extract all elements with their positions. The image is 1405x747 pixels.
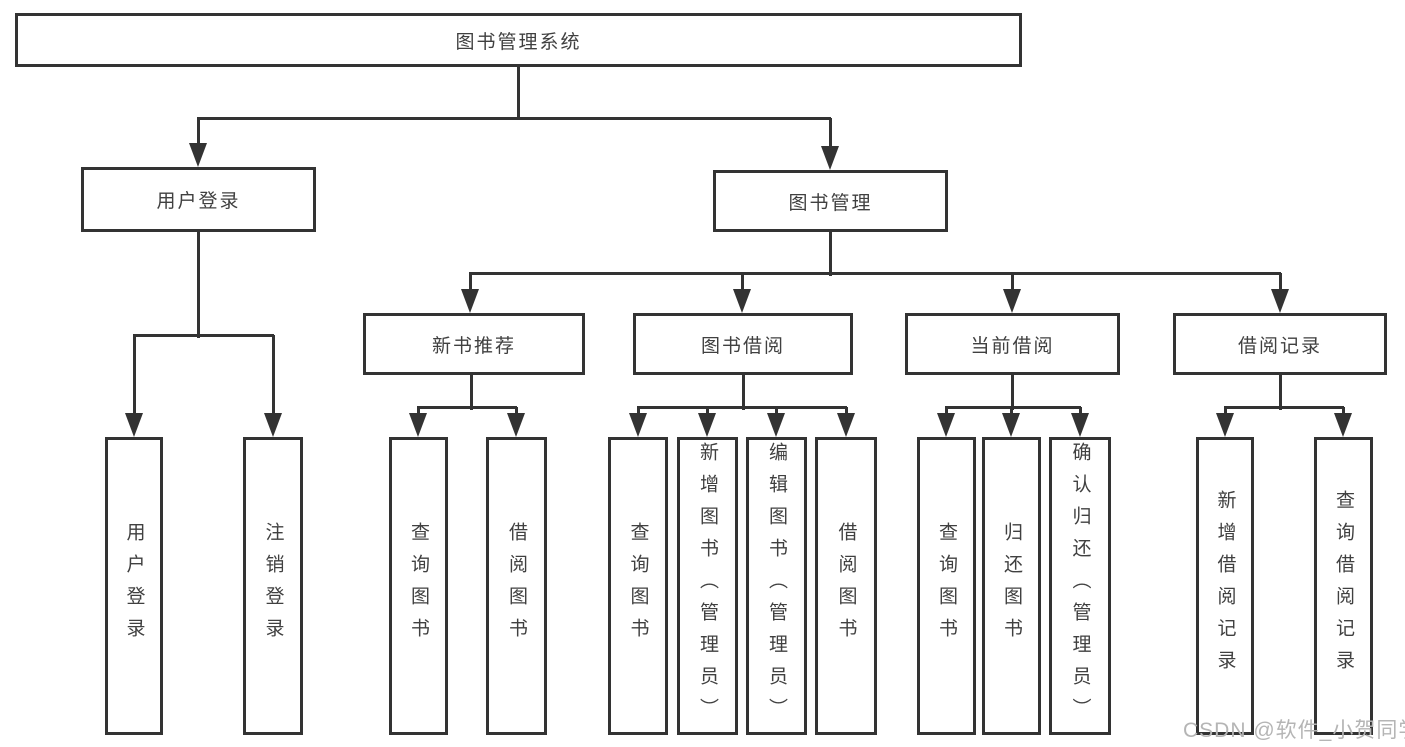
arrowhead-icon (821, 146, 839, 170)
node-leaf-rec-query-book: 查询图书 (389, 437, 448, 735)
arrowhead-icon (461, 289, 479, 313)
connector-arrow-stem (272, 335, 275, 417)
node-label-current-borrow: 当前借阅 (970, 335, 1055, 357)
connector-arrow-stem (1279, 273, 1282, 293)
connector-arrow-stem (515, 407, 518, 417)
node-label-leaf-bb-query-book: 查询图书 (627, 522, 649, 650)
node-leaf-bb-edit-book: 编辑图书（管理员） (746, 437, 807, 735)
node-label-borrow-records: 借阅记录 (1237, 335, 1322, 357)
connector-line (1279, 375, 1282, 410)
node-label-root: 图书管理系统 (455, 31, 582, 53)
arrowhead-icon (733, 289, 751, 313)
arrowhead-icon (767, 413, 785, 437)
node-label-leaf-bb-borrow-book: 借阅图书 (835, 522, 857, 650)
connector-arrow-stem (1079, 407, 1082, 417)
node-borrow-records: 借阅记录 (1173, 313, 1387, 375)
node-label-leaf-cb-query-book: 查询图书 (936, 522, 957, 650)
connector-line (197, 232, 200, 338)
arrowhead-icon (698, 413, 716, 437)
connector-arrow-stem (417, 407, 420, 417)
node-label-leaf-rec-query-book: 查询图书 (408, 522, 429, 650)
node-leaf-cb-confirm-return: 确认归还（管理员） (1049, 437, 1111, 735)
arrowhead-icon (1216, 413, 1234, 437)
arrowhead-icon (125, 413, 143, 437)
arrowhead-icon (189, 143, 207, 167)
connector-line (742, 375, 745, 410)
arrowhead-icon (1002, 413, 1020, 437)
node-label-leaf-br-query-record: 查询借阅记录 (1333, 490, 1354, 682)
node-label-leaf-logout: 注销登录 (262, 522, 284, 650)
node-label-leaf-bb-edit-book: 编辑图书（管理员） (766, 442, 787, 730)
connector-line (517, 67, 520, 120)
node-leaf-bb-query-book: 查询图书 (608, 437, 668, 735)
connector-arrow-stem (706, 407, 709, 417)
connector-arrow-stem (775, 407, 778, 417)
node-user-login: 用户登录 (81, 167, 316, 232)
node-leaf-user-login: 用户登录 (105, 437, 163, 735)
node-book-management: 图书管理 (713, 170, 948, 232)
connector-arrow-stem (829, 118, 832, 150)
connector-line (945, 406, 1081, 409)
arrowhead-icon (1271, 289, 1289, 313)
connector-line (469, 272, 1281, 275)
node-book-borrow: 图书借阅 (633, 313, 853, 375)
node-label-new-book-recommend: 新书推荐 (431, 335, 516, 357)
node-leaf-bb-add-book: 新增图书（管理员） (677, 437, 738, 735)
arrowhead-icon (264, 413, 282, 437)
connector-line (1011, 375, 1014, 410)
node-root: 图书管理系统 (15, 13, 1022, 67)
connector-line (197, 117, 831, 120)
node-label-leaf-cb-confirm-return: 确认归还（管理员） (1069, 442, 1091, 730)
arrowhead-icon (937, 413, 955, 437)
node-label-leaf-user-login: 用户登录 (123, 522, 145, 650)
connector-arrow-stem (1011, 273, 1014, 293)
arrowhead-icon (507, 413, 525, 437)
connector-arrow-stem (945, 407, 948, 417)
arrowhead-icon (837, 413, 855, 437)
connector-line (417, 406, 517, 409)
node-label-book-borrow: 图书借阅 (700, 335, 785, 357)
node-leaf-rec-borrow-book: 借阅图书 (486, 437, 547, 735)
connector-line (829, 232, 832, 276)
connector-line (133, 334, 274, 337)
node-leaf-br-add-record: 新增借阅记录 (1196, 437, 1254, 735)
node-label-leaf-bb-add-book: 新增图书（管理员） (697, 442, 718, 730)
node-leaf-bb-borrow-book: 借阅图书 (815, 437, 877, 735)
node-label-leaf-br-add-record: 新增借阅记录 (1214, 490, 1236, 682)
arrowhead-icon (1334, 413, 1352, 437)
connector-arrow-stem (845, 407, 848, 417)
node-label-book-management: 图书管理 (788, 192, 873, 214)
connector-line (470, 375, 473, 410)
connector-arrow-stem (133, 335, 136, 417)
arrowhead-icon (1003, 289, 1021, 313)
node-leaf-cb-return-book: 归还图书 (982, 437, 1041, 735)
connector-arrow-stem (741, 273, 744, 293)
connector-line (1224, 406, 1344, 409)
node-label-leaf-rec-borrow-book: 借阅图书 (506, 522, 527, 650)
connector-arrow-stem (637, 407, 640, 417)
connector-arrow-stem (1224, 407, 1227, 417)
arrowhead-icon (629, 413, 647, 437)
connector-arrow-stem (1010, 407, 1013, 417)
node-current-borrow: 当前借阅 (905, 313, 1120, 375)
csdn-watermark: CSDN @软件_小贺同学 (1183, 719, 1405, 742)
node-leaf-br-query-record: 查询借阅记录 (1314, 437, 1373, 735)
connector-line (637, 406, 847, 409)
node-label-leaf-cb-return-book: 归还图书 (1001, 522, 1022, 650)
node-label-user-login: 用户登录 (156, 191, 241, 212)
node-new-book-recommend: 新书推荐 (363, 313, 585, 375)
node-leaf-logout: 注销登录 (243, 437, 303, 735)
connector-arrow-stem (1342, 407, 1345, 417)
arrowhead-icon (1071, 413, 1089, 437)
node-leaf-cb-query-book: 查询图书 (917, 437, 976, 735)
connector-arrow-stem (197, 118, 200, 147)
connector-arrow-stem (469, 273, 472, 293)
arrowhead-icon (409, 413, 427, 437)
